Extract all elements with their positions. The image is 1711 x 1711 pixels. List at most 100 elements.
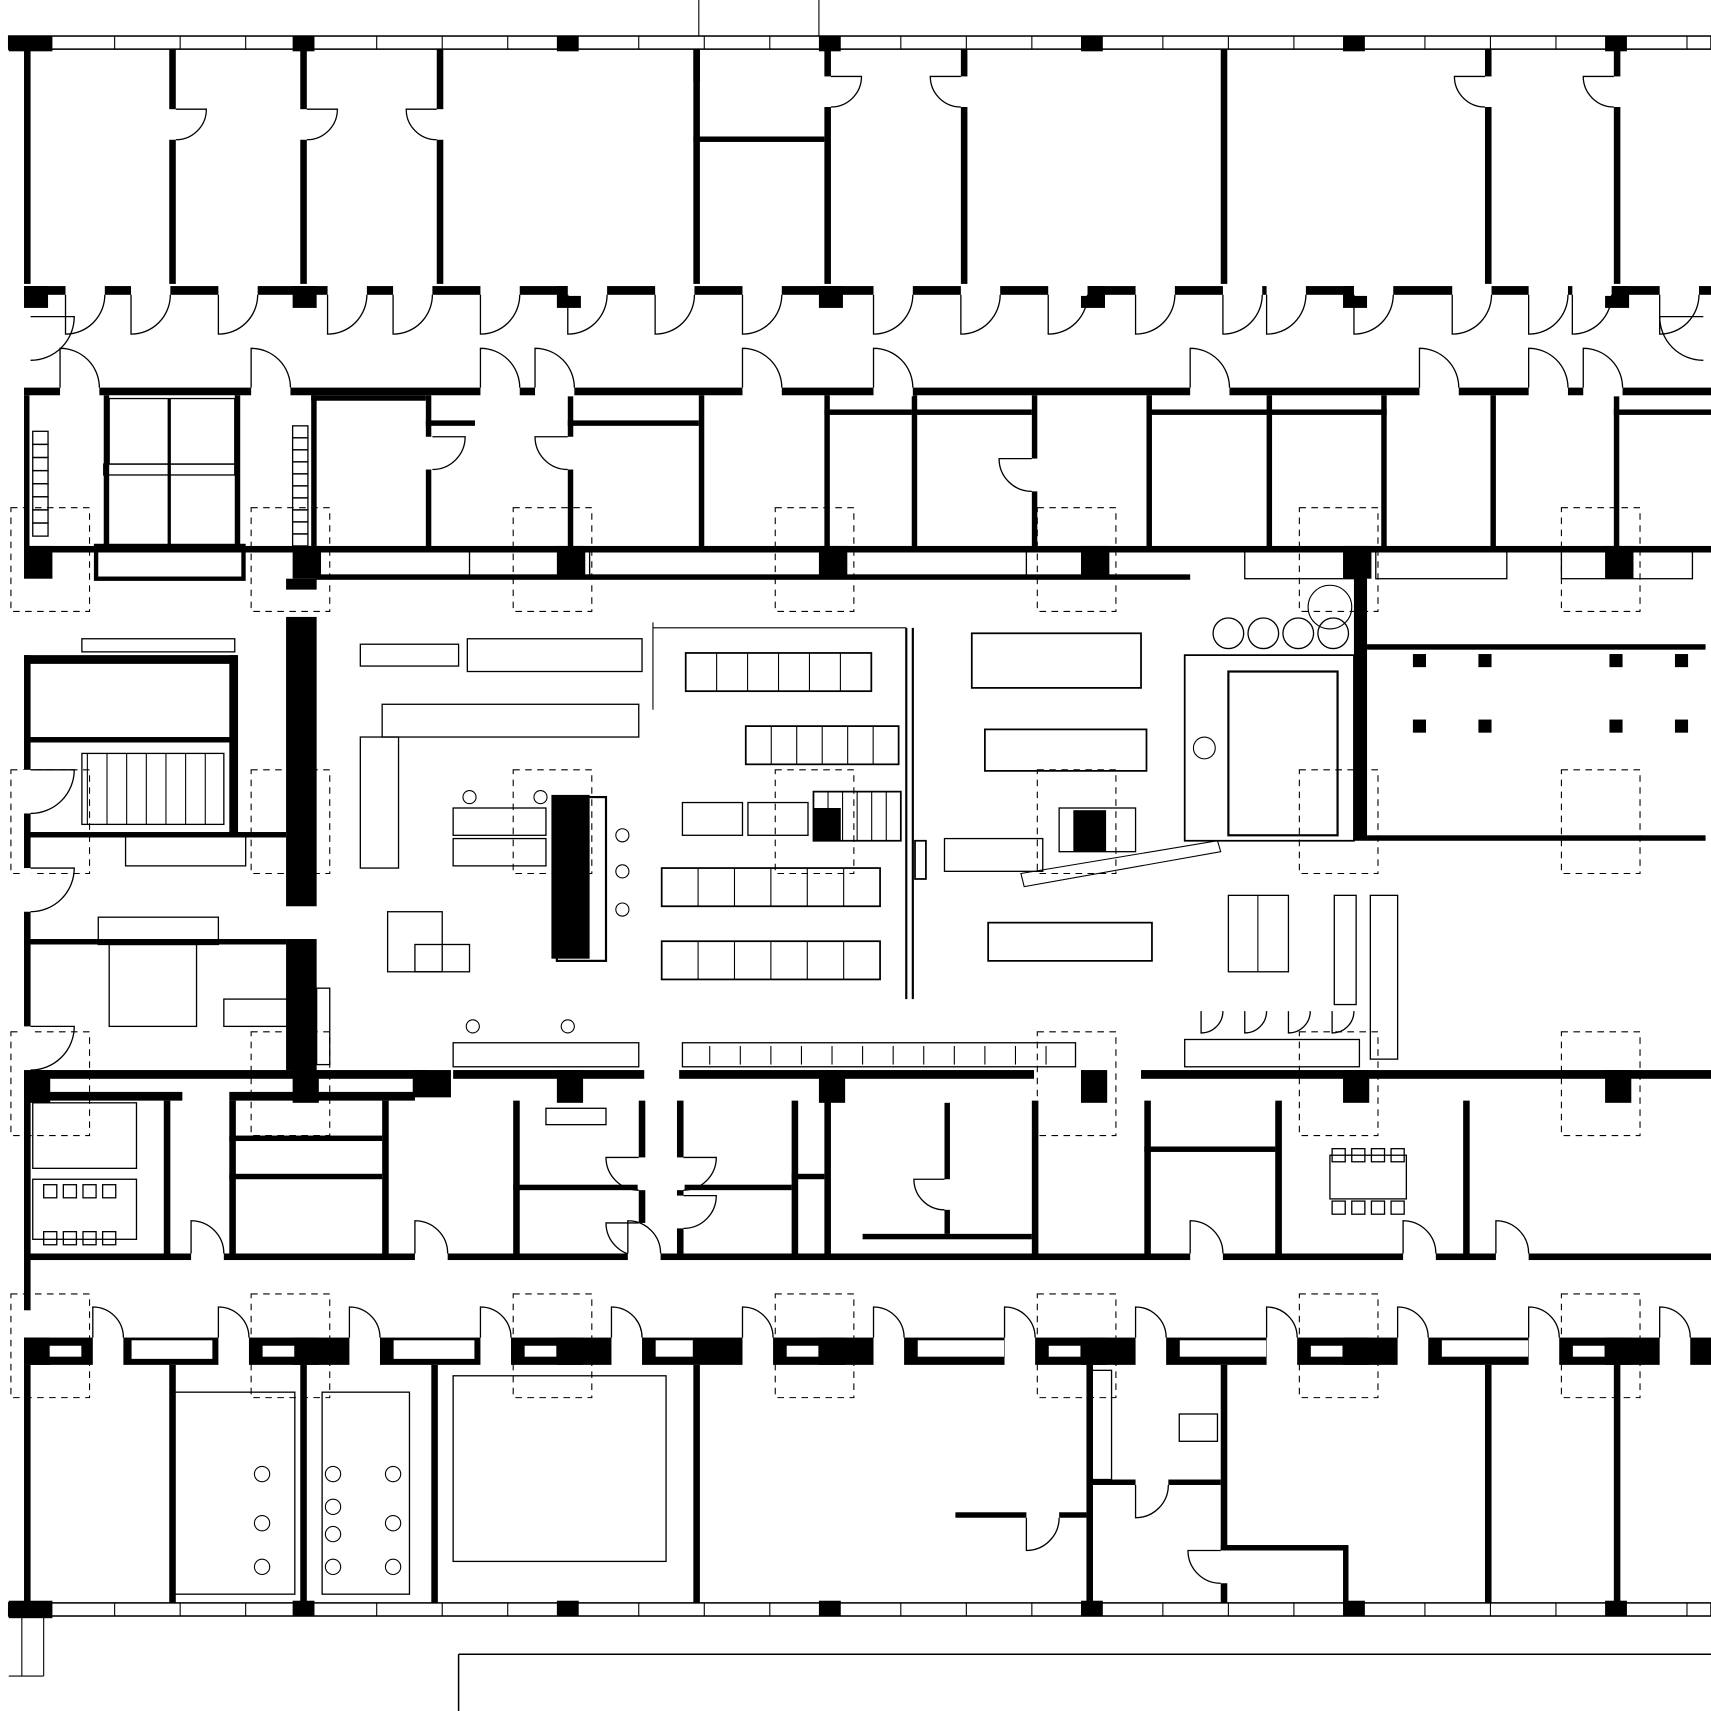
outline [124, 834, 247, 867]
door-swing [741, 347, 783, 388]
outline [452, 807, 547, 836]
wall [1367, 835, 1706, 841]
door-swing [1134, 1484, 1169, 1519]
wall [229, 655, 239, 836]
window [1440, 1339, 1530, 1358]
door-swing [479, 294, 521, 335]
door-swing [30, 769, 75, 815]
door-opening [393, 284, 433, 296]
wall [698, 395, 705, 549]
door-opening [1528, 1336, 1560, 1366]
conveyor [1020, 840, 1222, 888]
outline [681, 801, 744, 836]
outline [32, 430, 49, 446]
column [462, 789, 477, 805]
wall [567, 420, 699, 426]
wall [1146, 395, 1152, 549]
wall [818, 1600, 841, 1617]
wall [24, 1364, 31, 1603]
wall [1031, 1100, 1039, 1256]
door-swing [1189, 347, 1231, 388]
door-opening [959, 76, 969, 108]
door-opening [327, 284, 367, 296]
door-opening [1452, 284, 1492, 296]
outline [32, 509, 49, 524]
instrument-row [660, 940, 881, 981]
column-grid-box [10, 507, 91, 613]
stool [324, 1465, 342, 1483]
door-swing [59, 347, 101, 388]
door-opening [873, 284, 913, 296]
door-opening [567, 284, 608, 296]
door-opening [675, 1195, 685, 1229]
wall [824, 49, 831, 284]
wall [1144, 1100, 1151, 1256]
outline [291, 473, 309, 487]
wall [818, 1070, 846, 1103]
wall [1381, 395, 1387, 549]
door-opening [1190, 1252, 1223, 1262]
wall [24, 1337, 51, 1365]
wall [1484, 49, 1492, 284]
stool [384, 1465, 402, 1483]
wall [1141, 1070, 1711, 1079]
outline [291, 425, 309, 439]
door-opening [131, 284, 171, 296]
wall [824, 1100, 831, 1256]
door-swing [605, 1156, 639, 1191]
wall [311, 395, 317, 549]
wall [292, 1600, 315, 1617]
outline [62, 1231, 78, 1246]
wall [1086, 1364, 1093, 1603]
column-grid-box [10, 769, 91, 875]
wall [8, 1600, 53, 1619]
door-swing [1659, 1306, 1691, 1338]
outline [82, 1231, 97, 1246]
wall [791, 1173, 825, 1180]
wall [1266, 395, 1273, 549]
wall [24, 1070, 429, 1079]
door-swing [64, 294, 106, 335]
door-opening [60, 386, 100, 397]
outline [747, 801, 809, 836]
wall [229, 1135, 383, 1142]
outline [291, 449, 309, 463]
wall [1080, 36, 1103, 52]
wall [911, 409, 1032, 415]
wall [1605, 1070, 1632, 1103]
column [615, 828, 630, 843]
wall [1343, 36, 1365, 52]
wall [818, 1337, 846, 1365]
wall [453, 1070, 645, 1079]
tank [1317, 617, 1350, 650]
door-opening [1495, 1252, 1529, 1262]
window [1309, 1344, 1344, 1358]
tank [1307, 584, 1353, 630]
door-swing [1402, 1220, 1437, 1254]
outline [62, 1184, 78, 1199]
door-opening [960, 284, 1001, 296]
door-opening [566, 436, 576, 470]
wall [1490, 395, 1496, 549]
window [523, 1344, 558, 1358]
door-swing [741, 1306, 774, 1338]
column-grid-box [774, 507, 855, 613]
window [261, 1344, 296, 1358]
wall [1367, 644, 1706, 650]
door-swing [872, 1306, 905, 1338]
door-opening [1219, 1550, 1229, 1584]
outline [1184, 1038, 1361, 1068]
door-swing [1396, 1306, 1429, 1338]
door-swing [1659, 315, 1704, 361]
wall [567, 395, 574, 549]
outline [101, 1184, 117, 1199]
window [48, 1344, 83, 1358]
wall [24, 1091, 183, 1101]
door-opening [1332, 1008, 1354, 1013]
wall [229, 1173, 383, 1180]
stool [253, 1515, 271, 1532]
wall [556, 1337, 584, 1365]
wall [24, 286, 49, 308]
outline [1333, 894, 1357, 1006]
wall [1412, 719, 1427, 733]
